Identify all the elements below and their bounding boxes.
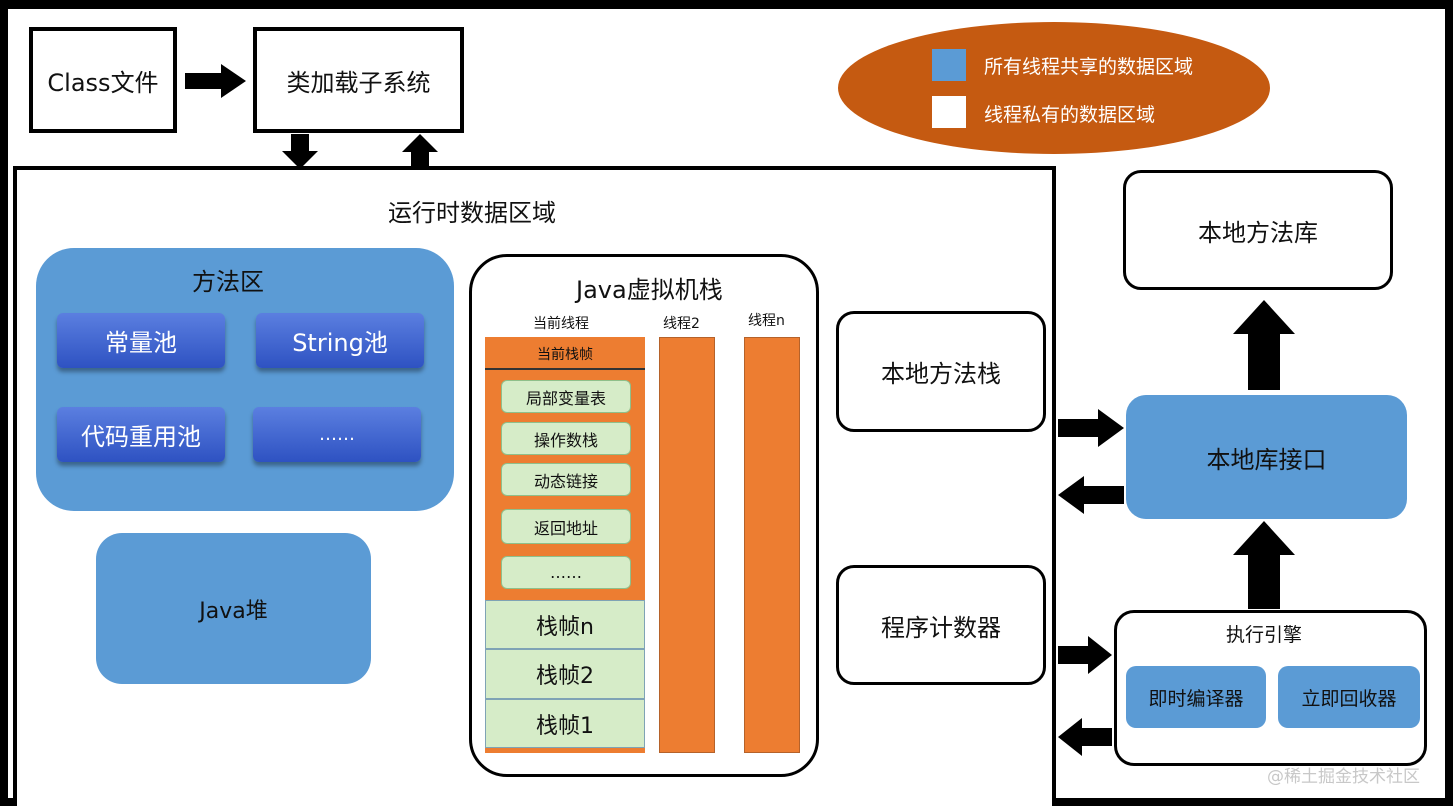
legend-shared-swatch xyxy=(932,49,966,81)
thread-n-stack xyxy=(744,337,800,753)
garbage-collector-label: 立即回收器 xyxy=(1301,687,1397,710)
current-frame-label: 当前栈帧 xyxy=(537,347,593,363)
native-method-library-label: 本地方法库 xyxy=(1198,218,1318,247)
arrow-left-icon xyxy=(1058,718,1112,756)
arrow-left-icon xyxy=(1058,476,1124,514)
arrow-right-icon xyxy=(1058,409,1124,447)
java-heap: Java堆 xyxy=(96,533,371,684)
class-file-label: Class文件 xyxy=(47,68,159,97)
method-area xyxy=(36,248,454,511)
current-frame-divider xyxy=(485,368,645,370)
arrow-down-icon xyxy=(282,134,318,169)
operand-stack: 操作数栈 xyxy=(501,422,631,455)
class-loader-box: 类加载子系统 xyxy=(253,27,464,133)
thread-label-2: 线程2 xyxy=(663,316,700,332)
dynamic-linking: 动态链接 xyxy=(501,463,631,496)
legend-shared-label: 所有线程共享的数据区域 xyxy=(984,56,1194,78)
return-address: 返回地址 xyxy=(501,509,631,544)
runtime-title: 运行时数据区域 xyxy=(388,199,556,227)
garbage-collector: 立即回收器 xyxy=(1278,666,1420,728)
code-reuse-pool: 代码重用池 xyxy=(57,407,225,462)
local-variable-table: 局部变量表 xyxy=(501,380,631,413)
program-counter-label: 程序计数器 xyxy=(881,613,1001,642)
thread-2-stack xyxy=(659,337,715,753)
thread-label-current: 当前线程 xyxy=(533,316,589,332)
native-library-interface: 本地库接口 xyxy=(1126,395,1407,519)
java-heap-label: Java堆 xyxy=(199,598,268,624)
arrow-up-icon xyxy=(1233,521,1295,609)
method-area-title: 方法区 xyxy=(192,268,264,296)
legend-private-swatch xyxy=(932,96,966,128)
legend-private-label: 线程私有的数据区域 xyxy=(984,104,1156,126)
native-method-library: 本地方法库 xyxy=(1123,170,1393,290)
stack-frame-2: 栈帧2 xyxy=(485,649,645,699)
native-method-stack-label: 本地方法栈 xyxy=(881,360,1001,388)
arrow-up-icon xyxy=(1233,300,1295,390)
stack-frame-n: 栈帧n xyxy=(485,600,645,649)
class-file-box: Class文件 xyxy=(29,27,177,133)
class-loader-label: 类加载子系统 xyxy=(286,68,431,97)
arrow-right-icon xyxy=(1058,636,1112,674)
thread-label-n: 线程n xyxy=(748,313,785,329)
jit-compiler-label: 即时编译器 xyxy=(1148,687,1244,710)
arrow-up-icon xyxy=(402,134,438,170)
arrow-right-icon xyxy=(185,64,246,98)
jit-compiler: 即时编译器 xyxy=(1126,666,1266,728)
stack-frame-1: 栈帧1 xyxy=(485,699,645,748)
jvm-stack-title: Java虚拟机栈 xyxy=(576,276,723,304)
native-library-interface-label: 本地库接口 xyxy=(1206,445,1327,474)
legend xyxy=(838,22,1270,154)
program-counter: 程序计数器 xyxy=(836,565,1046,685)
constant-pool: 常量池 xyxy=(57,313,225,368)
string-pool: String池 xyxy=(256,313,424,368)
native-method-stack: 本地方法栈 xyxy=(836,311,1046,432)
watermark: @稀土掘金技术社区 xyxy=(1267,767,1420,787)
frame-parts-more: …… xyxy=(501,556,631,589)
execution-engine-title: 执行引擎 xyxy=(1226,624,1303,646)
method-area-more: …… xyxy=(253,407,421,462)
